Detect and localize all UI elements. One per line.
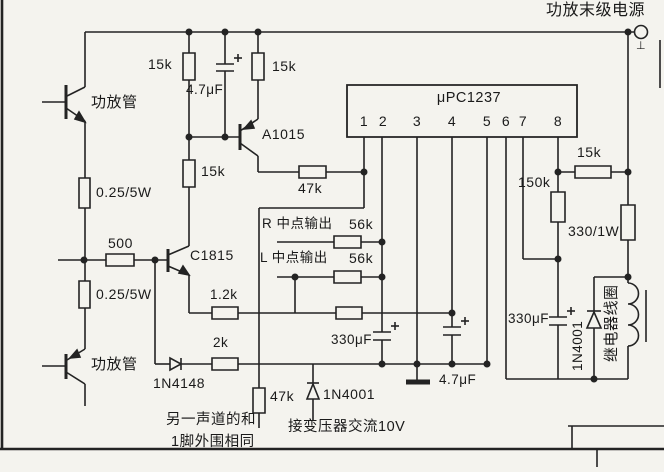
resistor-56k-2-label: 56k [349, 250, 374, 266]
ic-pin-7: 7 [518, 113, 528, 129]
cap-4u7-2 [443, 317, 469, 364]
transistor-a1015 [240, 80, 258, 172]
transistor-t2-label: 功放管 [91, 356, 138, 373]
ic-pin-1: 1 [359, 113, 369, 129]
scan-border [0, 0, 664, 449]
diode-1n4001-bridge [307, 364, 319, 421]
resistor-025-2-label: 0.25/5W [96, 286, 152, 302]
ic-pin-4: 4 [447, 113, 457, 129]
ic-pin-5: 5 [482, 113, 492, 129]
resistor-56k-1-label: 56k [349, 216, 374, 232]
cap-4u7-2-label: 4.7μF [439, 372, 477, 387]
resistor-025-1-label: 0.25/5W [96, 184, 152, 200]
power-supply-label: 功放末级电源 [546, 2, 646, 19]
resistor-15k-4-label: 15k [577, 144, 602, 160]
relay-coil-symbol [628, 283, 639, 346]
ic-name: μPC1237 [436, 90, 502, 106]
cap-330u-2 [549, 307, 575, 379]
diode-1n4001-relay-label: 1N4001 [570, 320, 585, 371]
ic-pin-8: 8 [553, 113, 563, 129]
r-midpoint-input-label: R 中点输出 [262, 216, 333, 231]
power-terminal [635, 26, 648, 39]
resistor-500-label: 500 [108, 235, 133, 251]
relay-coil-label: 继电器线圈 [603, 284, 620, 362]
resistor-150k-label: 150k [518, 174, 551, 190]
cap-330u-1-label: 330μF [331, 332, 373, 347]
cap-330u-1 [373, 322, 399, 364]
ic-upc1237-box [347, 85, 577, 137]
resistor-2k-label: 2k [213, 335, 229, 350]
diode-1n4148 [170, 358, 181, 370]
resistor-330-1w-label: 330/1W [568, 223, 620, 239]
cap-330u-2-label: 330μF [508, 311, 550, 326]
cap-4u7-1-label: 4.7μF [186, 82, 224, 97]
diode-1n4001-relay [587, 277, 601, 379]
transistor-t1 [42, 32, 85, 178]
transistor-a1015-label: A1015 [262, 126, 305, 142]
ic-pin-2: 2 [378, 113, 388, 129]
l-midpoint-input-label: L 中点输出 [260, 250, 328, 265]
transistor-t2 [42, 349, 85, 406]
cap-4u7-1 [216, 32, 242, 137]
resistor-12k-label: 1.2k [210, 287, 238, 302]
ic-pin-6: 6 [501, 113, 511, 129]
ic-pin-3: 3 [412, 113, 422, 129]
resistor-47k-2-label: 47k [270, 388, 295, 404]
resistor-15k-3-label: 15k [201, 163, 226, 179]
note-other-channel-2: 1脚外围相同 [171, 434, 255, 450]
resistor-47k-1-label: 47k [298, 180, 323, 196]
ac-input-note: 接变压器交流10V [288, 419, 406, 435]
transistor-c1815-label: C1815 [190, 247, 234, 263]
junction-dots [80, 28, 632, 383]
resistor-15k-2-label: 15k [272, 58, 297, 74]
resistor-15k-1-label: 15k [148, 56, 173, 72]
power-terminal-mark: ⊥ [636, 40, 647, 52]
transistor-t1-label: 功放管 [91, 94, 138, 111]
diode-1n4148-label: 1N4148 [153, 375, 206, 391]
diode-1n4001-bridge-label: 1N4001 [323, 386, 376, 402]
note-other-channel-1: 另一声道的和 [166, 412, 256, 428]
transistor-c1815 [168, 187, 189, 313]
